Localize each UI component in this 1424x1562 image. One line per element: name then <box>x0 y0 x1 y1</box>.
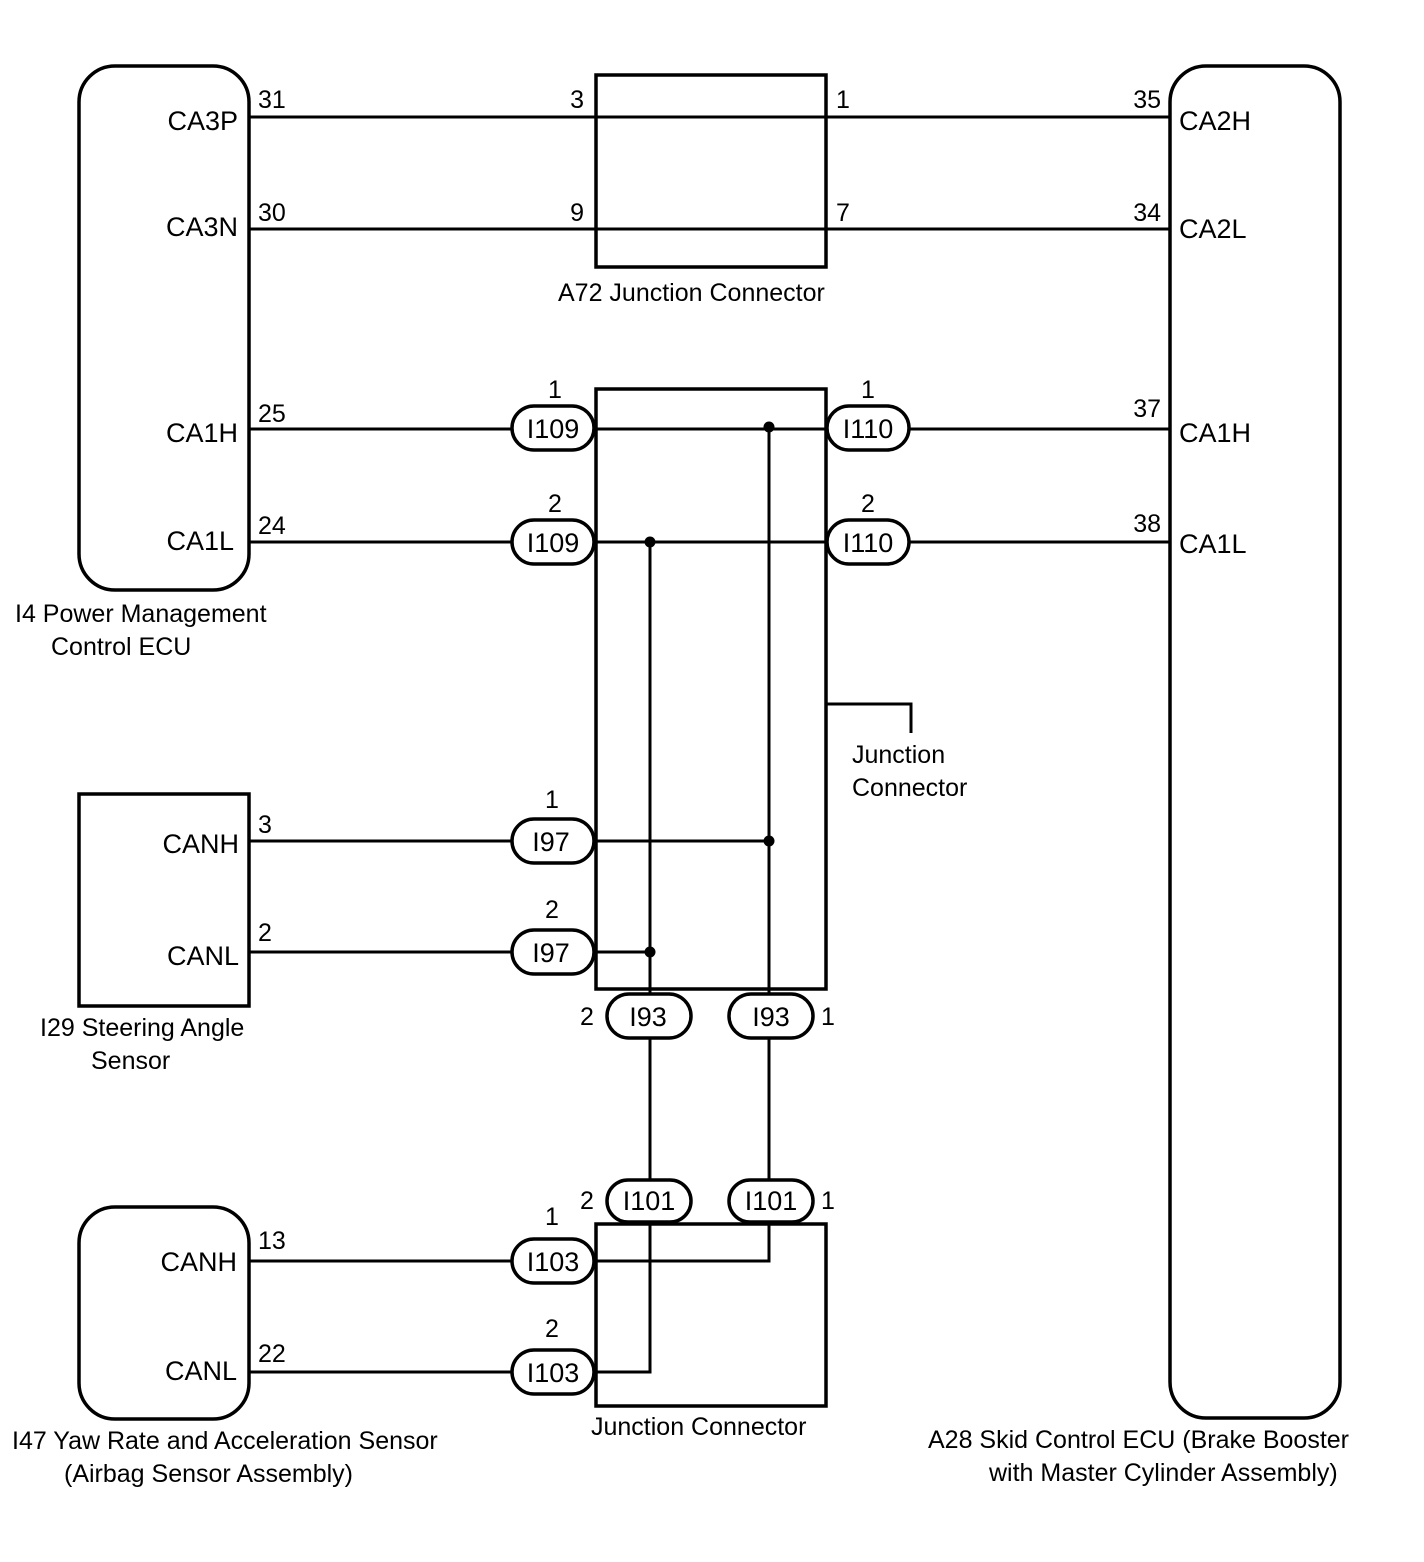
i4-ecu-body <box>77 64 251 592</box>
connector-i109-1-pin: 1 <box>548 376 562 404</box>
a72-pin-1: 1 <box>836 86 850 114</box>
a72-caption: A72 Junction Connector <box>558 279 825 307</box>
connector-i103-1-pin: 1 <box>545 1203 559 1231</box>
a28-caption-line2: with Master Cylinder Assembly) <box>988 1459 1338 1487</box>
bottom-junction-caption: Junction Connector <box>591 1413 806 1441</box>
i29-caption-line1: I29 Steering Angle <box>40 1014 244 1042</box>
splice-high-i29 <box>763 835 775 847</box>
main-junction-caption-line1: Junction <box>852 741 945 769</box>
connector-i101-1-label: I101 <box>745 1186 798 1216</box>
connector-i93-2 <box>605 992 693 1040</box>
connector-i109-1 <box>510 404 596 452</box>
connector-i110-2 <box>825 518 911 566</box>
a28-ecu-body <box>1168 64 1342 1420</box>
connector-i110-2-pin: 2 <box>861 490 875 518</box>
connector-i109-1-label: I109 <box>527 414 580 444</box>
connector-i103-2 <box>510 1348 596 1396</box>
connector-i109-2 <box>510 518 596 566</box>
wire-bottom-low <box>594 1222 652 1374</box>
connector-i97-1-label: I97 <box>532 827 570 857</box>
connector-i110-1-pin: 1 <box>861 376 875 404</box>
main-junction-body <box>594 387 828 991</box>
a28-pin-ca1h-name: CA1H <box>1179 418 1251 448</box>
wire-bottom-high <box>594 1222 771 1263</box>
connector-i97-1 <box>510 817 596 865</box>
i47-pin-13-number: 13 <box>258 1227 286 1255</box>
connector-i109-2-label: I109 <box>527 528 580 558</box>
a72-pin-9: 9 <box>570 199 584 227</box>
connector-i93-1-label: I93 <box>752 1002 790 1032</box>
connector-i103-2-label: I103 <box>527 1358 580 1388</box>
i47-sensor-body <box>77 1205 251 1421</box>
a28-pin-ca2l-name: CA2L <box>1179 214 1247 244</box>
i47-pin-22-number: 22 <box>258 1340 286 1368</box>
i47-pin-canl-name: CANL <box>165 1356 237 1386</box>
i29-sensor-body <box>77 792 251 1008</box>
i4-pin-25-number: 25 <box>258 400 286 428</box>
connector-i97-2-label: I97 <box>532 938 570 968</box>
connector-i93-1-pin: 1 <box>821 1003 835 1031</box>
connector-i110-1-label: I110 <box>843 414 894 444</box>
a28-caption-line1: A28 Skid Control ECU (Brake Booster <box>928 1426 1349 1454</box>
connector-i101-2-label: I101 <box>623 1186 676 1216</box>
i47-caption-line2: (Airbag Sensor Assembly) <box>64 1460 353 1488</box>
a28-pin-35-number: 35 <box>1133 86 1161 114</box>
a28-pin-37-number: 37 <box>1133 395 1161 423</box>
a72-pin-7: 7 <box>836 199 850 227</box>
a28-pin-34-number: 34 <box>1133 199 1161 227</box>
i4-pin-31-number: 31 <box>258 86 286 114</box>
connector-i101-1-pin: 1 <box>821 1187 835 1215</box>
connector-i103-1-label: I103 <box>527 1247 580 1277</box>
i4-pin-24-number: 24 <box>258 512 286 540</box>
i29-pin-3-number: 3 <box>258 811 272 839</box>
a72-pin-3: 3 <box>570 86 584 114</box>
connector-i101-1 <box>727 1178 815 1224</box>
main-junction-caption-line2: Connector <box>852 774 967 802</box>
i47-caption-line1: I47 Yaw Rate and Acceleration Sensor <box>12 1427 438 1455</box>
connector-i101-2-pin: 2 <box>580 1187 594 1215</box>
connector-i93-2-label: I93 <box>629 1002 667 1032</box>
a72-junction-body <box>594 73 828 269</box>
i29-caption-line2: Sensor <box>91 1047 170 1075</box>
connector-i93-1 <box>727 992 815 1040</box>
splice-low-i29 <box>644 946 656 958</box>
a28-pin-38-number: 38 <box>1133 510 1161 538</box>
connector-i101-2 <box>605 1178 693 1224</box>
i4-caption-line2: Control ECU <box>51 633 191 661</box>
connector-i110-1 <box>825 404 911 452</box>
connector-i97-1-pin: 1 <box>545 786 559 814</box>
a28-pin-ca2h-name: CA2H <box>1179 106 1251 136</box>
connector-i97-2-pin: 2 <box>545 896 559 924</box>
i4-pin-ca1h-name: CA1H <box>166 418 238 448</box>
i47-pin-canh-name: CANH <box>160 1247 237 1277</box>
connector-i110-2-label: I110 <box>843 528 894 558</box>
i4-pin-ca1l-name: CA1L <box>166 526 234 556</box>
main-junction-leader <box>826 702 913 733</box>
connector-i93-2-pin: 2 <box>580 1003 594 1031</box>
i4-pin-ca3p-name: CA3P <box>167 106 238 136</box>
i29-pin-canl-name: CANL <box>167 941 239 971</box>
splice-high-top <box>763 421 775 433</box>
connector-i97-2 <box>510 928 596 976</box>
i4-pin-ca3n-name: CA3N <box>166 212 238 242</box>
i4-pin-30-number: 30 <box>258 199 286 227</box>
a28-pin-ca1l-name: CA1L <box>1179 529 1247 559</box>
connector-i103-2-pin: 2 <box>545 1315 559 1343</box>
i4-caption-line1: I4 Power Management <box>15 600 267 628</box>
i29-pin-2-number: 2 <box>258 919 272 947</box>
bottom-junction-body <box>594 1222 828 1408</box>
splice-low-top <box>644 536 656 548</box>
connector-i109-2-pin: 2 <box>548 490 562 518</box>
i29-pin-canh-name: CANH <box>162 829 239 859</box>
connector-i103-1 <box>510 1237 596 1285</box>
